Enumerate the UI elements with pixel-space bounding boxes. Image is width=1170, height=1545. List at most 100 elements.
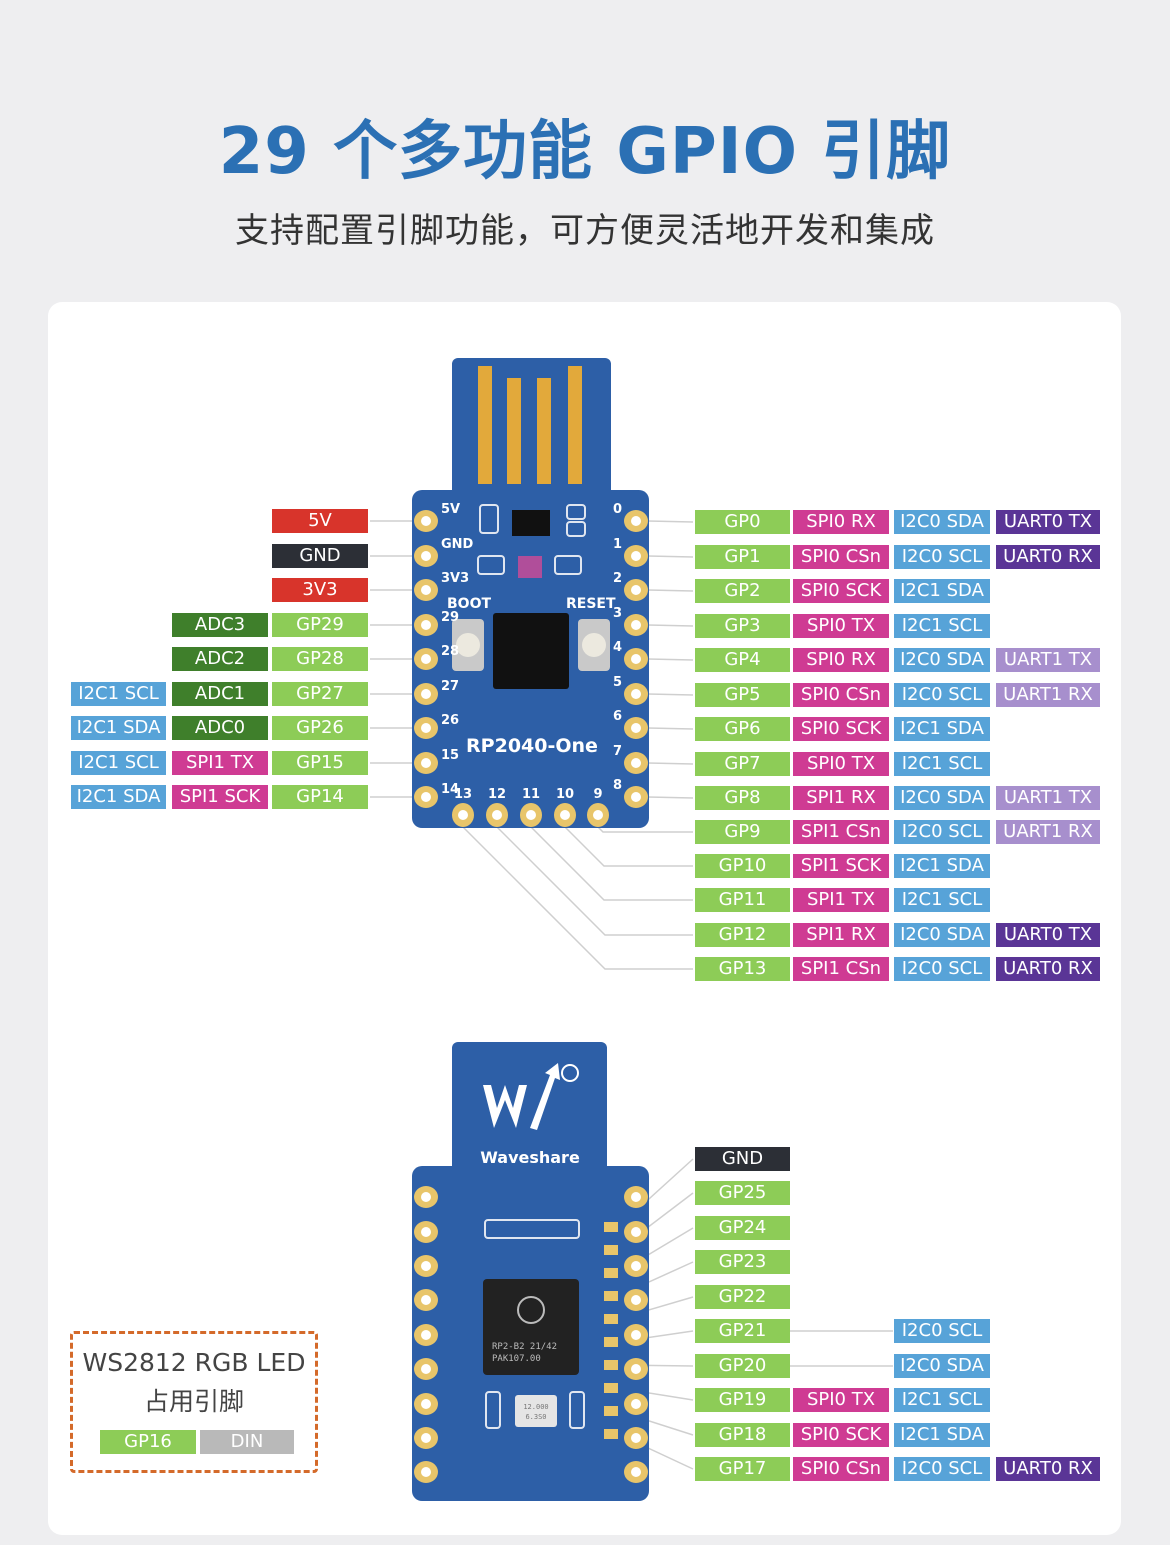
raspberry-pi-icon	[517, 1296, 545, 1324]
pin-label-spi0-rx: SPI0 RX	[793, 510, 889, 534]
pin-label-gp15: GP15	[272, 751, 368, 775]
boot-label: BOOT	[447, 596, 491, 612]
pin-label-uart1-tx: UART1 TX	[996, 648, 1100, 672]
pin-label-spi0-tx: SPI0 TX	[793, 614, 889, 638]
svg-text:2: 2	[613, 571, 622, 586]
pin-label-gnd: GND	[695, 1147, 790, 1171]
pin-label-i2c1-sda: I2C1 SDA	[71, 785, 166, 809]
pin-label-i2c0-scl: I2C0 SCL	[894, 1319, 990, 1343]
pin-label-gp13: GP13	[695, 957, 790, 981]
usb-plug	[452, 358, 611, 498]
pin-label-spi1-sck: SPI1 SCK	[793, 854, 889, 878]
pin-label-gp27: GP27	[272, 682, 368, 706]
ws2812-subtitle: 占用引脚	[143, 1387, 244, 1416]
pin-label-gp29: GP29	[272, 613, 368, 637]
pin-label-gp5: GP5	[695, 683, 790, 707]
brand-label: Waveshare	[480, 1148, 580, 1167]
pin-label-i2c1-scl: I2C1 SCL	[894, 614, 990, 638]
ws2812-pin-label: DIN	[200, 1430, 294, 1454]
pin-label-i2c0-sda: I2C0 SDA	[894, 923, 990, 947]
svg-text:6.3S0: 6.3S0	[525, 1413, 546, 1421]
pin-label-i2c0-sda: I2C0 SDA	[894, 1354, 990, 1378]
pin-label-i2c0-scl: I2C0 SCL	[894, 683, 990, 707]
pin-label-i2c0-scl: I2C0 SCL	[894, 545, 990, 569]
svg-text:3V3: 3V3	[441, 571, 469, 586]
svg-text:RP2-B2 21/42: RP2-B2 21/42	[492, 1342, 557, 1352]
pin-label-uart0-rx: UART0 RX	[996, 545, 1100, 569]
pin-label-gp26: GP26	[272, 716, 368, 740]
pin-label-gp9: GP9	[695, 820, 790, 844]
pin-label-i2c0-sda: I2C0 SDA	[894, 648, 990, 672]
board-name: RP2040-One	[466, 735, 598, 757]
pin-label-spi1-csn: SPI1 CSn	[793, 957, 889, 981]
leader-lines	[370, 520, 893, 1470]
pin-label-i2c1-scl: I2C1 SCL	[71, 682, 166, 706]
pin-label-adc0: ADC0	[172, 716, 268, 740]
svg-text:5: 5	[613, 675, 622, 690]
pin-label-i2c0-scl: I2C0 SCL	[894, 1457, 990, 1481]
pin-label-gp2: GP2	[695, 579, 790, 603]
svg-text:29: 29	[441, 610, 459, 625]
svg-text:12: 12	[488, 787, 506, 802]
pin-label-i2c1-sda: I2C1 SDA	[71, 716, 166, 740]
pin-label-spi1-tx: SPI1 TX	[793, 888, 889, 912]
pin-label-uart1-rx: UART1 RX	[996, 683, 1100, 707]
pin-label-spi1-tx: SPI1 TX	[172, 751, 268, 775]
pin-label-i2c1-scl: I2C1 SCL	[71, 751, 166, 775]
svg-text:14: 14	[441, 782, 459, 797]
pin-label-uart0-tx: UART0 TX	[996, 923, 1100, 947]
pin-label-gp28: GP28	[272, 647, 368, 671]
pin-label-gp20: GP20	[695, 1354, 790, 1378]
pin-label-gp0: GP0	[695, 510, 790, 534]
pin-label-i2c0-scl: I2C0 SCL	[894, 820, 990, 844]
svg-text:8: 8	[613, 778, 622, 793]
page-title: 29 个多功能 GPIO 引脚	[218, 115, 952, 189]
svg-text:3: 3	[613, 606, 622, 621]
pin-label-gp21: GP21	[695, 1319, 790, 1343]
pin-label-spi1-sck: SPI1 SCK	[172, 785, 268, 809]
svg-text:GND: GND	[441, 537, 474, 552]
back-usb-plug	[452, 1042, 607, 1182]
pin-label-adc1: ADC1	[172, 682, 268, 706]
ws2812-title: WS2812 RGB LED	[82, 1348, 306, 1377]
pin-label-5v: 5V	[272, 509, 368, 533]
svg-text:28: 28	[441, 644, 459, 659]
svg-text:1: 1	[613, 537, 622, 552]
pin-label-spi0-tx: SPI0 TX	[793, 752, 889, 776]
svg-text:13: 13	[454, 787, 472, 802]
svg-text:9: 9	[593, 787, 602, 802]
pin-label-spi0-tx: SPI0 TX	[793, 1388, 889, 1412]
pin-label-spi1-rx: SPI1 RX	[793, 786, 889, 810]
pin-label-gp10: GP10	[695, 854, 790, 878]
pin-label-spi0-sck: SPI0 SCK	[793, 1423, 889, 1447]
pin-label-i2c1-sda: I2C1 SDA	[894, 854, 990, 878]
pin-label-gp22: GP22	[695, 1285, 790, 1309]
waveshare-logo-icon	[483, 1085, 527, 1128]
pin-label-i2c0-sda: I2C0 SDA	[894, 510, 990, 534]
pin-label-spi0-csn: SPI0 CSn	[793, 545, 889, 569]
pin-label-spi0-rx: SPI0 RX	[793, 648, 889, 672]
usb-contact	[568, 366, 582, 484]
flash-chip	[493, 613, 569, 689]
svg-text:10: 10	[556, 787, 574, 802]
pin-label-uart0-rx: UART0 RX	[996, 1457, 1100, 1481]
regulator-chip	[512, 510, 550, 536]
pin-label-uart1-rx: UART1 RX	[996, 820, 1100, 844]
pin-label-spi0-sck: SPI0 SCK	[793, 717, 889, 741]
pin-label-i2c1-scl: I2C1 SCL	[894, 888, 990, 912]
pin-label-i2c1-sda: I2C1 SDA	[894, 717, 990, 741]
pin-label-i2c0-sda: I2C0 SDA	[894, 786, 990, 810]
pin-label-adc2: ADC2	[172, 647, 268, 671]
svg-text:11: 11	[522, 787, 540, 802]
pin-label-gp6: GP6	[695, 717, 790, 741]
pin-label-spi1-rx: SPI1 RX	[793, 923, 889, 947]
pin-label-adc3: ADC3	[172, 613, 268, 637]
pin-label-3v3: 3V3	[272, 578, 368, 602]
pin-label-gp14: GP14	[272, 785, 368, 809]
pin-label-i2c1-scl: I2C1 SCL	[894, 1388, 990, 1412]
svg-text:27: 27	[441, 679, 459, 694]
front-board: RP2040-One BOOT RESET 5VGND3V32928272615…	[412, 358, 649, 828]
pin-label-gp3: GP3	[695, 614, 790, 638]
pin-label-spi0-csn: SPI0 CSn	[793, 683, 889, 707]
